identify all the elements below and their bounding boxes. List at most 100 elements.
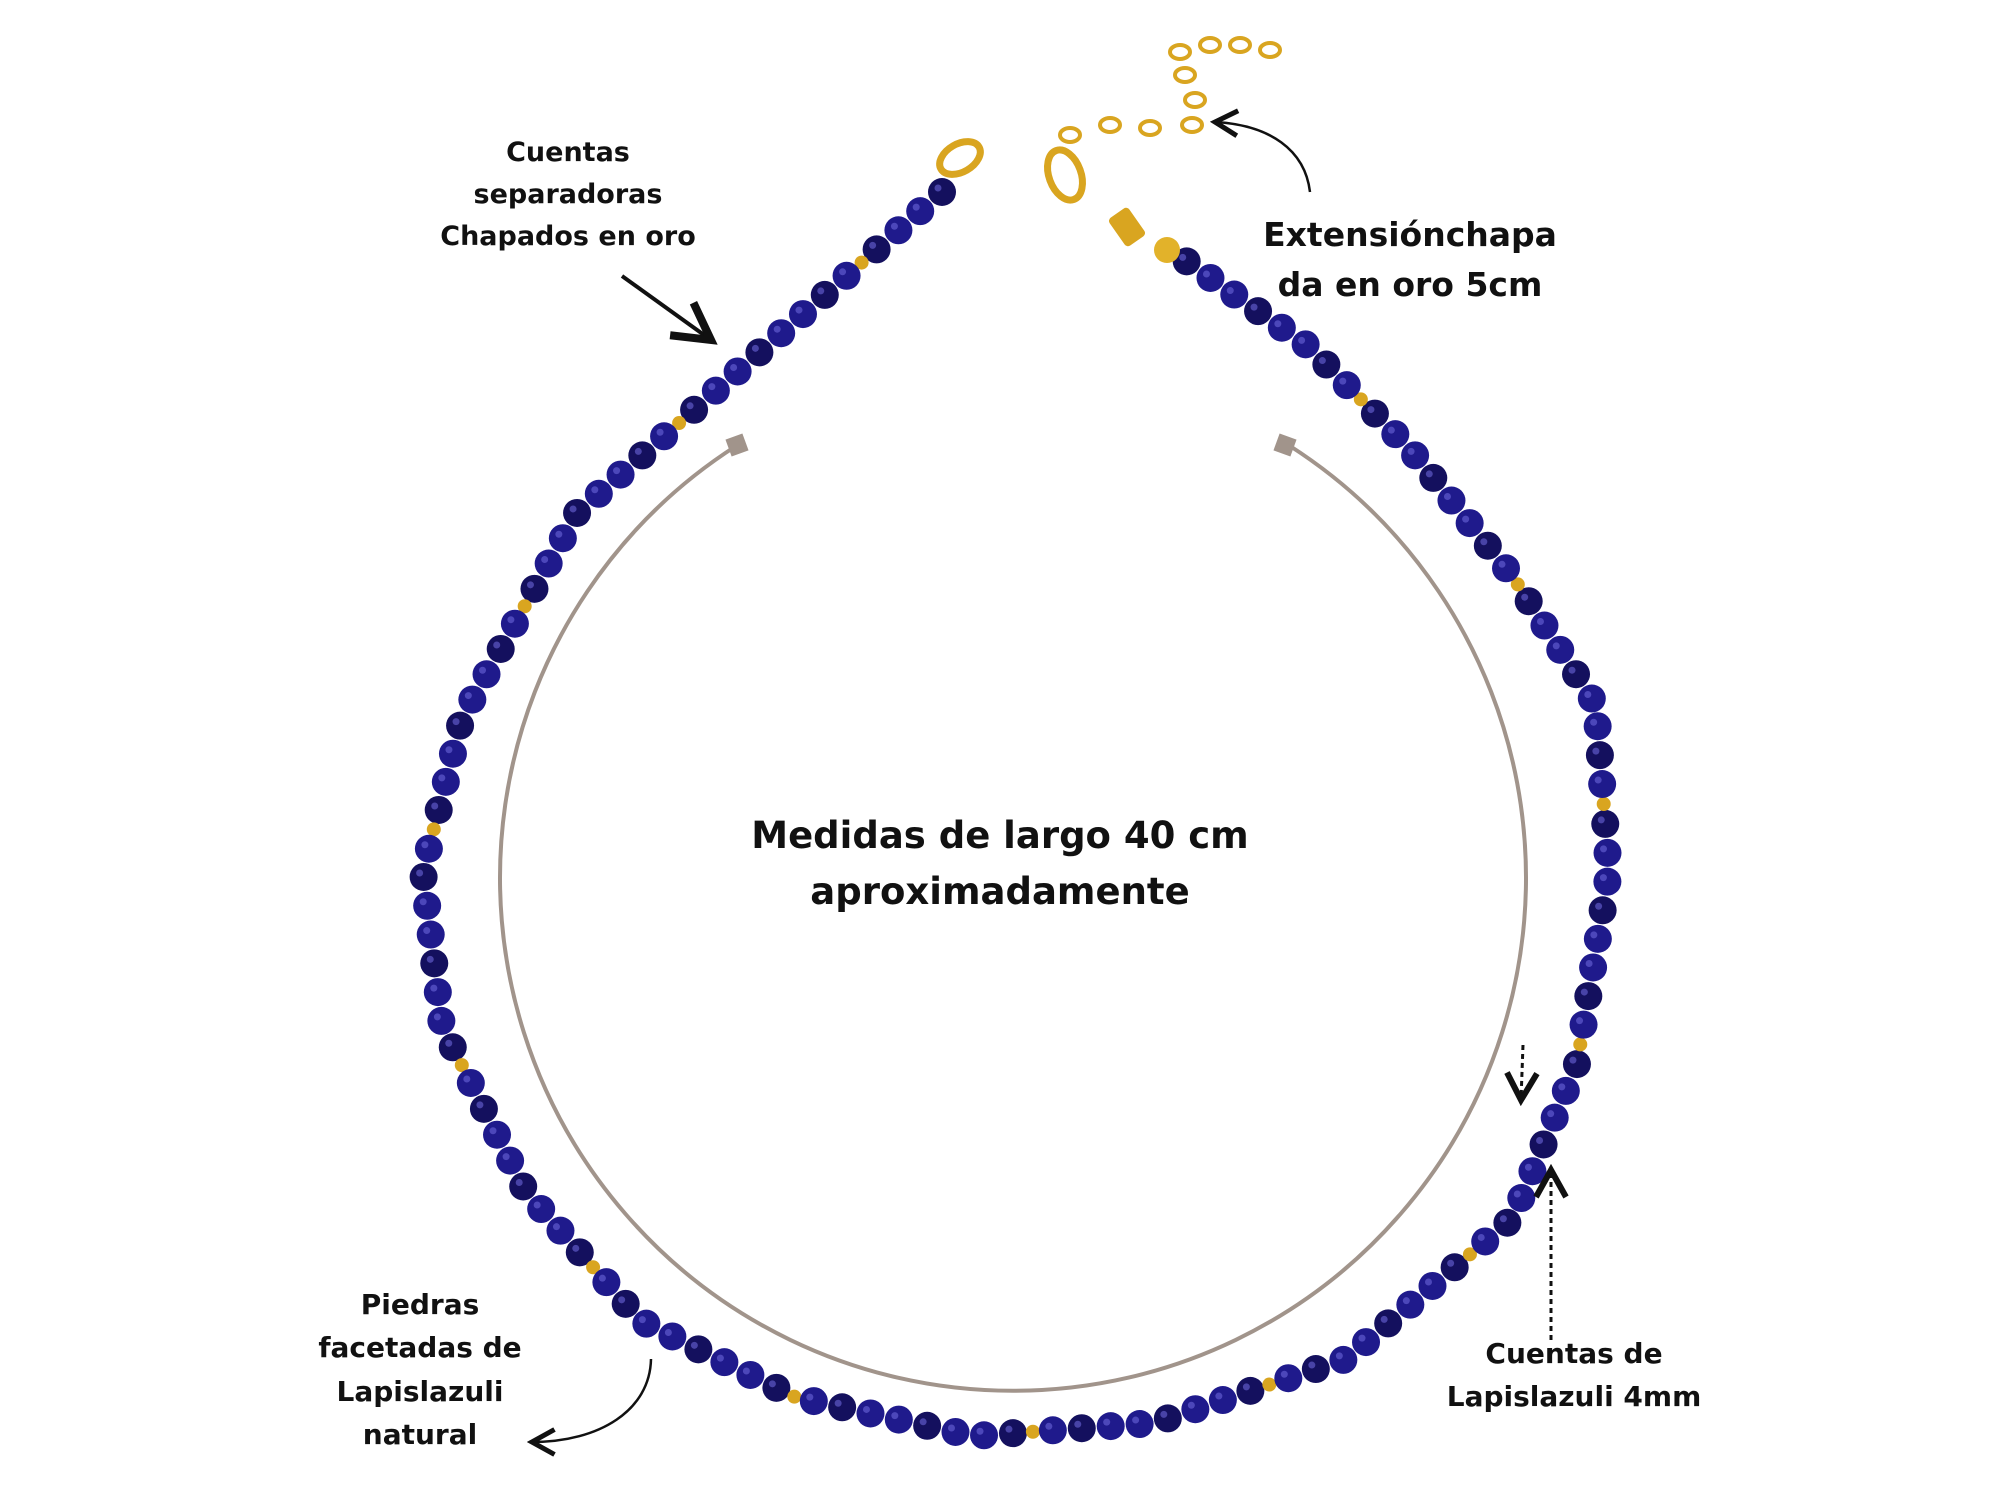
lapis-bead	[496, 1146, 525, 1175]
gold-spacer-bead	[517, 599, 532, 614]
bead-highlight	[1584, 691, 1592, 699]
lapis-bead	[413, 891, 442, 920]
bead-highlight	[912, 203, 920, 211]
bead-highlight	[1179, 253, 1187, 261]
lapis-bead	[520, 574, 549, 603]
lapis-bead	[1530, 611, 1559, 640]
gold-extension-chain	[1058, 36, 1282, 144]
lapis-bead	[563, 498, 592, 527]
lapis-bead	[414, 834, 443, 863]
label-faceted-stones: Piedras facetadas de Lapislazuli natural	[318, 1283, 521, 1457]
bead-highlight	[502, 1153, 510, 1161]
bead-highlight	[591, 486, 599, 494]
lapis-bead	[1546, 635, 1575, 664]
lapis-bead	[1401, 441, 1430, 470]
bead-highlight	[476, 1101, 484, 1109]
label-line: Lapislazuli	[336, 1374, 504, 1408]
lapis-bead	[810, 280, 839, 309]
lapis-bead	[1096, 1412, 1125, 1441]
lapis-bead	[1274, 1364, 1303, 1393]
gold-spacer-bead	[787, 1389, 802, 1404]
bead-highlight	[1387, 426, 1395, 434]
bead-highlight	[555, 530, 563, 538]
label-extension: Extensiónchapa da en oro 5cm	[1263, 210, 1557, 309]
lapis-bead	[584, 479, 613, 508]
bead-highlight	[1499, 1215, 1507, 1223]
label-line: Extensiónchapa	[1263, 215, 1557, 254]
lapis-bead	[832, 261, 861, 290]
bead-highlight	[919, 1418, 927, 1426]
bead-highlight	[1274, 320, 1282, 328]
arrow-extension-icon	[1215, 122, 1312, 193]
lapis-bead	[565, 1238, 594, 1267]
lapis-bead	[723, 357, 752, 386]
lapis-bead	[1301, 1355, 1330, 1384]
bead-highlight	[1298, 336, 1306, 344]
label-line: Cuentas de	[1485, 1337, 1663, 1370]
bead-highlight	[489, 1127, 497, 1135]
bead-highlight	[1187, 1401, 1195, 1409]
lapis-bead	[1381, 420, 1410, 449]
lapis-bead	[1396, 1290, 1425, 1319]
lapis-bead	[1493, 1208, 1522, 1237]
label-length-measure: Medidas de largo 40 cm aproximadamente	[751, 808, 1248, 919]
bead-highlight	[541, 556, 549, 564]
lapis-bead	[1473, 531, 1502, 560]
lapis-bead	[1577, 684, 1606, 713]
lapis-bead	[1419, 463, 1448, 492]
lapis-bead-strand	[409, 178, 1622, 1450]
lapis-bead	[680, 395, 709, 424]
lapis-bead	[438, 739, 467, 768]
bead-highlight	[1380, 1315, 1388, 1323]
lapis-bead	[941, 1417, 970, 1446]
lapis-bead	[1332, 371, 1361, 400]
bead-highlight	[421, 841, 429, 849]
lapis-bead	[1329, 1345, 1358, 1374]
bead-highlight	[1202, 270, 1210, 278]
bead-highlight	[1242, 1383, 1250, 1391]
bead-highlight	[552, 1223, 560, 1231]
bead-highlight	[1576, 1017, 1584, 1025]
gold-spacer-bead	[454, 1058, 469, 1073]
bead-highlight	[1424, 1278, 1432, 1286]
arrow-stones-icon	[532, 1358, 653, 1442]
lobster-clasp-left	[936, 138, 984, 178]
bead-highlight	[751, 344, 759, 352]
lapis-bead	[1593, 867, 1622, 896]
bead-highlight	[708, 383, 716, 391]
bead-highlight	[976, 1427, 984, 1435]
bead-highlight	[690, 1341, 698, 1349]
lapis-bead	[527, 1195, 556, 1224]
bead-highlight	[1477, 1233, 1485, 1241]
dotted-arrow-bead-size-down-icon	[1521, 1044, 1523, 1100]
lapis-bead	[1067, 1414, 1096, 1443]
bead-highlight	[464, 692, 472, 700]
lapis-bead	[1583, 712, 1612, 741]
chain-link	[1138, 119, 1162, 137]
bead-highlight	[638, 1316, 646, 1324]
bead-highlight	[1590, 931, 1598, 939]
bead-highlight	[1215, 1392, 1223, 1400]
lapis-bead	[1514, 587, 1543, 616]
gold-spacer-bead	[1462, 1247, 1477, 1262]
lapis-bead	[1551, 1076, 1580, 1105]
lapis-bead	[483, 1120, 512, 1149]
lapis-bead	[710, 1348, 739, 1377]
lapis-bead	[500, 609, 529, 638]
lapis-bead	[1244, 297, 1273, 326]
bead-highlight	[1599, 874, 1607, 882]
gold-ball	[1154, 237, 1180, 263]
bead-highlight	[1132, 1416, 1140, 1424]
lapis-bead	[1418, 1271, 1447, 1300]
bead-highlight	[634, 447, 642, 455]
chain-link	[1228, 36, 1252, 54]
label-line: Lapislazuli 4mm	[1446, 1380, 1702, 1414]
label-line: Chapados en oro	[440, 220, 696, 252]
lapis-bead	[446, 711, 475, 740]
bead-highlight	[1580, 988, 1588, 996]
label-line: Cuentas	[506, 137, 630, 168]
lapis-bead	[1220, 280, 1249, 309]
bead-highlight	[1480, 538, 1488, 546]
bead-highlight	[1339, 377, 1347, 385]
